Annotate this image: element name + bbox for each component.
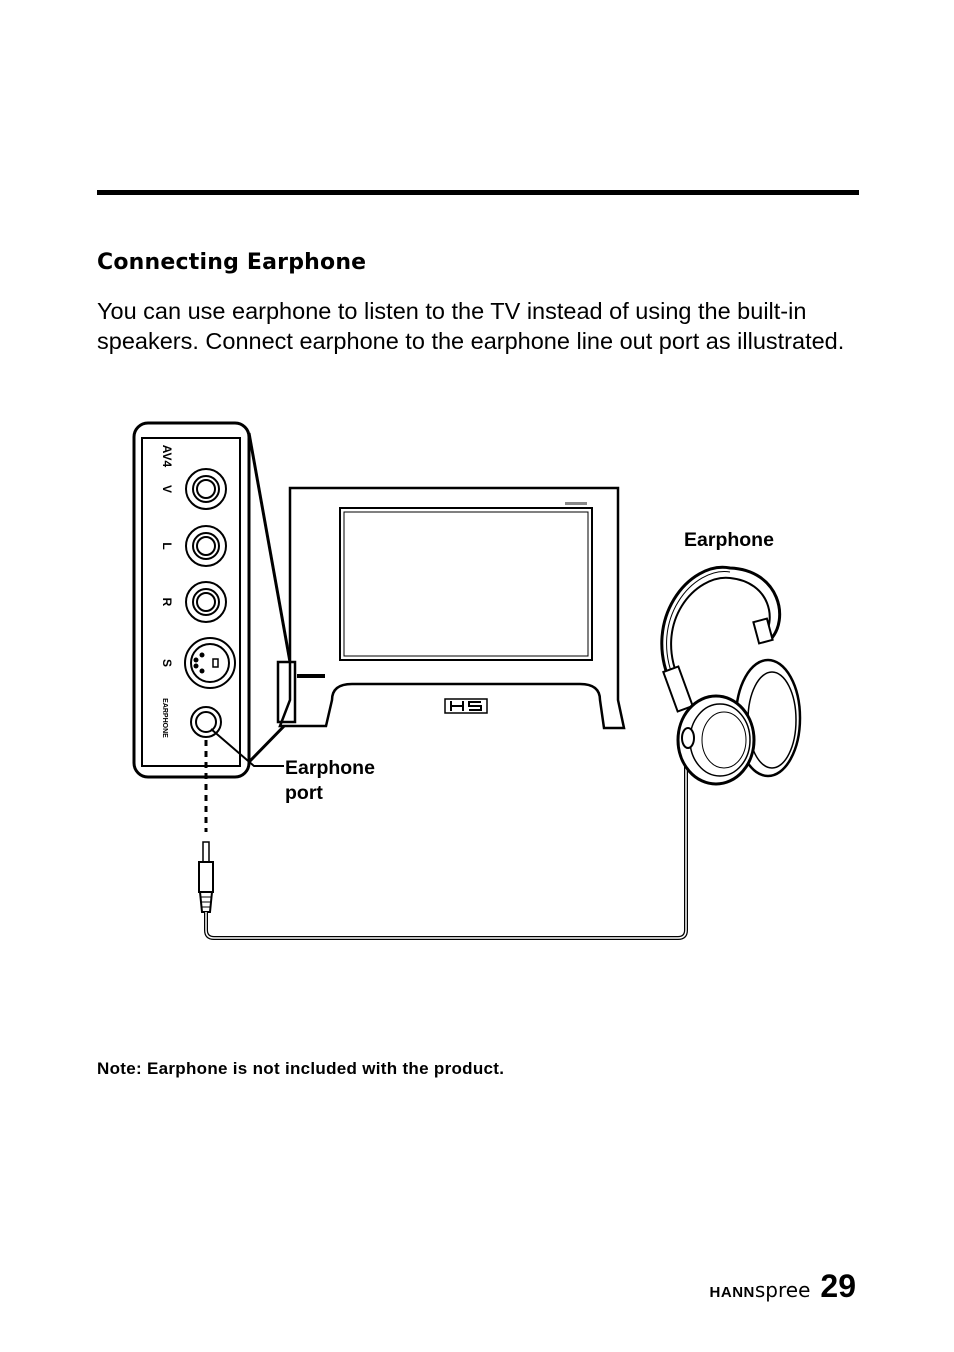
section-heading: Connecting Earphone [97, 250, 367, 275]
jack-s-video [184, 637, 236, 689]
earphone-connection-illustration: AV4 V L R S EARPHONE [132, 421, 802, 940]
jack-l [185, 525, 227, 567]
page-footer: HANNspree 29 [710, 1268, 856, 1305]
jack-earphone [190, 706, 222, 738]
side-panel: AV4 V L R S EARPHONE [132, 421, 251, 779]
earphone-port-label: Earphone port [285, 756, 375, 806]
earphone-label: Earphone [684, 529, 774, 551]
earphone-port-label-line2: port [285, 782, 323, 804]
jack-r [185, 581, 227, 623]
page-number: 29 [820, 1268, 856, 1304]
tv-logo [444, 698, 488, 714]
panel-label-r: R [160, 598, 174, 607]
jack-v [185, 468, 227, 510]
panel-label-l: L [160, 542, 174, 549]
audio-plug [198, 841, 214, 913]
headphones-illustration [660, 565, 802, 786]
earphone-port-label-line1: Earphone [285, 757, 375, 779]
brand-light: spree [754, 1278, 811, 1302]
note-text: Note: Earphone is not included with the … [97, 1059, 505, 1078]
intro-paragraph: You can use earphone to listen to the TV… [97, 298, 845, 354]
panel-label-earphone: EARPHONE [161, 698, 168, 738]
panel-label-av4: AV4 [160, 445, 174, 468]
brand-logo: HANNspree [710, 1278, 811, 1303]
panel-label-s: S [160, 659, 174, 667]
brand-bold: HANN [709, 1284, 755, 1301]
top-rule [97, 190, 859, 195]
tv-illustration [276, 486, 626, 730]
panel-label-v: V [160, 485, 174, 493]
